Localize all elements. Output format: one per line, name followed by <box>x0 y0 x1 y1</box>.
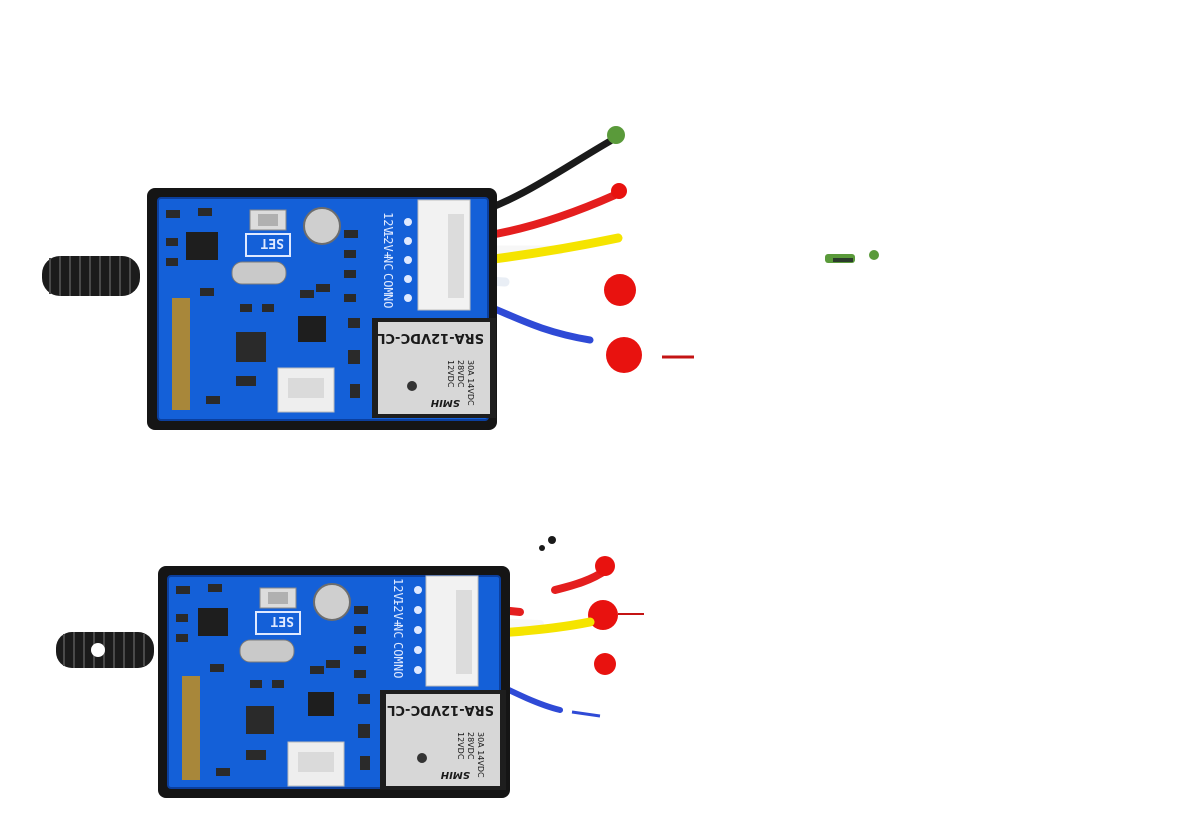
set-label: SET <box>260 235 284 250</box>
wire-end-green <box>607 126 625 144</box>
relay-model: SRA-12VDC-CL <box>387 702 494 717</box>
connector-dot-red-1 <box>588 600 618 630</box>
connector-dot-red-1 <box>604 274 636 306</box>
wire-end-red <box>595 556 615 576</box>
pin-label-no: NO <box>391 664 405 678</box>
relay: SRA-12VDC-CL 30A 14VDC 28VDC 12VDC SMIH <box>380 690 506 790</box>
pin-labels: 12V- 12V+ NC COM NO <box>391 578 405 678</box>
pin-labels: 12V- 12V+ NC COM NO <box>381 212 395 308</box>
pcb-antenna-strip <box>182 676 200 780</box>
pcb-antenna-strip <box>172 298 190 410</box>
pin-holes <box>404 218 412 302</box>
antenna-coil <box>56 632 154 668</box>
pin-label-12v-pos: 12V+ <box>391 598 405 627</box>
relay-spec-3: 12VDC <box>446 360 455 388</box>
relay-brand: SMIH <box>440 769 470 780</box>
ic-chip-3 <box>236 332 266 362</box>
crystal-oscillator <box>231 261 287 285</box>
smd-components <box>176 584 370 776</box>
pin-label-nc: NC <box>391 624 405 638</box>
ic-chip-3 <box>246 706 274 734</box>
pin-label-12v-neg: 12V- <box>391 578 405 607</box>
relay-spec-2: 28VDC <box>466 732 475 760</box>
smd-components <box>166 208 360 404</box>
relay-spec-1: 30A 14VDC <box>476 732 485 778</box>
pin-holes <box>414 586 422 674</box>
set-button[interactable]: SET <box>245 209 291 257</box>
pin-label-com: COM <box>381 273 395 295</box>
pin-label-no: NO <box>381 294 395 308</box>
relay-model: SRA-12VDC-CL <box>377 330 484 345</box>
receiver-module-top-graphic: SET 12V- 12V+ NC COM NO <box>42 126 879 430</box>
crystal-oscillator <box>239 639 295 663</box>
relay-spec-3: 12VDC <box>456 732 465 760</box>
pin-label-nc: NC <box>381 256 395 270</box>
receiver-module-top: SET 12V- 12V+ NC COM NO <box>42 126 879 430</box>
set-label: SET <box>270 613 294 628</box>
relay: SRA-12VDC-CL 30A 14VDC 28VDC 12VDC SMIH <box>372 318 496 418</box>
wire-end-red <box>611 183 627 199</box>
antenna-coil <box>42 256 140 296</box>
connector-dot-red-2 <box>606 337 642 373</box>
wire-fragment-green-dot <box>869 250 879 260</box>
relay-spec-2: 28VDC <box>456 360 465 388</box>
ic-chip-1 <box>186 232 218 260</box>
pin-label-com: COM <box>391 642 405 664</box>
connector-dot-red-2 <box>594 653 616 675</box>
wire-fragment-dark <box>833 258 853 262</box>
pin-label-12v-neg: 12V- <box>381 212 395 241</box>
ic-chip-1 <box>198 608 228 636</box>
relay-brand: SMIH <box>430 397 460 408</box>
set-button[interactable]: SET <box>255 587 301 635</box>
ic-chip-2 <box>308 692 334 716</box>
ic-chip-2 <box>298 316 326 342</box>
electrolytic-capacitor <box>313 583 351 621</box>
pin-label-12v-pos: 12V+ <box>381 230 395 259</box>
electrolytic-capacitor <box>303 207 341 245</box>
relay-spec-1: 30A 14VDC <box>466 360 475 406</box>
